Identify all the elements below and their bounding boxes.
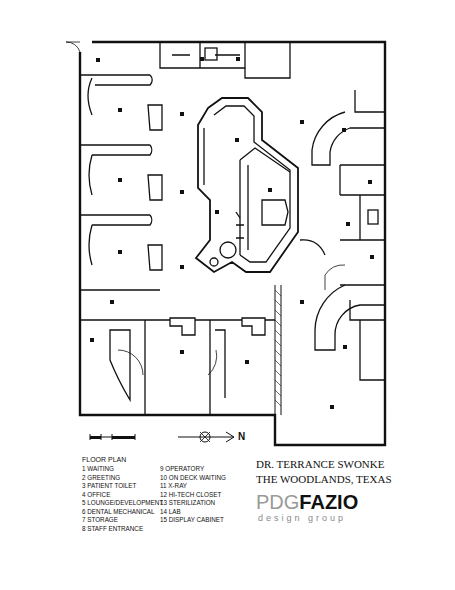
legend-item: 12 HI-TECH CLOSET (160, 492, 221, 499)
legend-item: 3 PATIENT TOILET (82, 483, 136, 490)
legend-item: 15 DISPLAY CABINET (160, 517, 224, 524)
legend-item: 9 OPERATORY (160, 466, 204, 473)
legend-item: 4 OFFICE (82, 492, 110, 499)
legend-item: 1 WAITING (82, 466, 114, 473)
legend-item: 5 LOUNGE/DEVELOPMENT (82, 500, 163, 507)
legend-item: 8 STAFF ENTRANCE (82, 526, 143, 533)
firm-name-light: PDG (256, 491, 299, 513)
legend-item: 13 STERILIZATION (160, 500, 215, 507)
legend-item: 11 X-RAY (160, 483, 187, 490)
legend-item: 2 GREETING (82, 475, 120, 482)
firm-tagline: design group (258, 514, 346, 524)
legend-item: 14 LAB (160, 509, 181, 516)
legend-heading: FLOOR PLAN (82, 456, 126, 464)
legend-item: 7 STORAGE (82, 517, 118, 524)
client-name: DR. TERRANCE SWONKE (256, 458, 384, 470)
north-label: N (238, 431, 245, 442)
legend-item: 6 DENTAL MECHANICAL (82, 509, 154, 516)
client-location: THE WOODLANDS, TEXAS (256, 473, 392, 485)
legend-item: 10 ON DECK WAITING (160, 475, 226, 482)
firm-name-bold: FAZIO (299, 491, 358, 513)
